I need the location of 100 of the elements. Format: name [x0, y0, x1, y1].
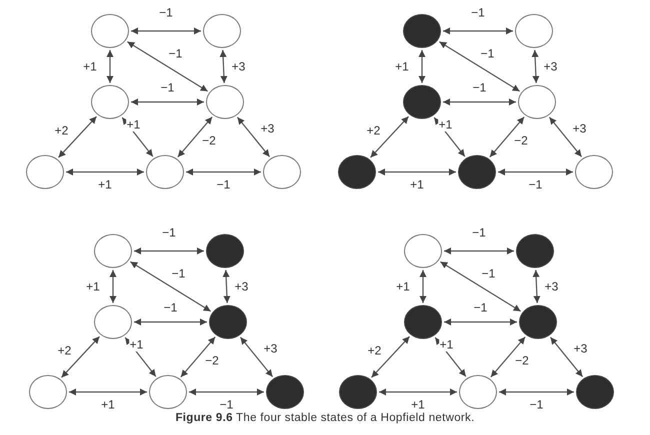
neuron-circle — [146, 155, 184, 189]
neuron-circle — [263, 155, 301, 189]
filled-neuron-circle — [403, 14, 441, 48]
figure-caption: Figure 9.6 The four stable states of a Hopfield network. — [174, 412, 476, 424]
double-headed-arrow — [236, 116, 270, 158]
weight-label: −1 — [170, 267, 186, 280]
weight-label: +1 — [82, 60, 98, 73]
double-headed-arrow — [124, 337, 156, 377]
double-headed-arrow — [532, 50, 540, 84]
filled-neuron-circle — [403, 85, 441, 119]
neuron-circle — [149, 375, 187, 409]
double-headed-arrow — [379, 388, 457, 396]
neuron-circle — [404, 234, 442, 268]
double-headed-arrow — [189, 388, 264, 396]
double-headed-arrow — [490, 336, 526, 378]
weight-label: +3 — [542, 60, 558, 73]
double-headed-arrow — [134, 248, 204, 254]
double-headed-arrow — [443, 28, 513, 34]
weight-label: +2 — [366, 124, 382, 138]
weight-label: −1 — [480, 47, 496, 60]
weight-label: −1 — [472, 82, 488, 94]
double-headed-arrow — [177, 116, 213, 158]
weight-label: +1 — [438, 118, 454, 132]
neuron-circle — [29, 375, 67, 409]
double-headed-arrow — [378, 168, 456, 176]
weight-label: +3 — [544, 280, 560, 293]
neuron-circle — [575, 155, 613, 189]
weight-label: −1 — [162, 302, 178, 314]
filled-neuron-circle — [576, 375, 614, 409]
filled-neuron-circle — [458, 155, 496, 189]
weight-label: +3 — [262, 342, 278, 356]
weight-label: −1 — [471, 226, 487, 240]
double-headed-arrow — [110, 270, 116, 303]
double-headed-arrow — [69, 388, 147, 396]
weight-label: +3 — [572, 122, 588, 136]
filled-neuron-circle — [339, 375, 377, 409]
double-headed-arrow — [434, 337, 466, 377]
weight-label: +3 — [260, 122, 276, 136]
double-headed-arrow — [532, 270, 540, 304]
double-headed-arrow — [130, 261, 211, 312]
weight-label: −2 — [204, 354, 220, 368]
weight-label: +1 — [438, 338, 454, 352]
double-headed-arrow — [370, 116, 409, 158]
weight-label: +1 — [394, 60, 410, 73]
weight-label: +1 — [85, 280, 101, 293]
double-headed-arrow — [420, 270, 426, 303]
neuron-circle — [203, 14, 241, 48]
double-headed-arrow — [489, 116, 525, 158]
double-headed-arrow — [61, 336, 100, 378]
neuron-circle — [515, 14, 553, 48]
weight-label: +2 — [56, 344, 72, 358]
double-headed-arrow — [240, 336, 274, 378]
double-headed-arrow — [131, 98, 204, 106]
weight-label: +1 — [395, 280, 411, 293]
weight-label: −1 — [160, 82, 176, 94]
filled-neuron-circle — [266, 375, 304, 409]
filled-neuron-circle — [209, 305, 247, 339]
double-headed-arrow — [58, 116, 97, 158]
weight-label: +3 — [234, 280, 250, 293]
weight-label: −1 — [480, 267, 496, 280]
weight-label: +3 — [572, 342, 588, 356]
neuron-circle — [94, 234, 132, 268]
weight-label: −1 — [218, 398, 234, 412]
neuron-circle — [91, 14, 129, 48]
double-headed-arrow — [440, 261, 521, 312]
neuron-circle — [94, 305, 132, 339]
double-headed-arrow — [127, 41, 208, 92]
filled-neuron-circle — [404, 305, 442, 339]
double-headed-arrow — [434, 117, 466, 157]
weight-label: +1 — [409, 178, 425, 192]
double-headed-arrow — [122, 117, 154, 157]
double-headed-arrow — [548, 116, 582, 158]
double-headed-arrow — [444, 248, 514, 254]
weight-label: +2 — [54, 124, 70, 138]
weight-label: −2 — [513, 134, 529, 148]
weight-label: +2 — [366, 344, 382, 358]
double-headed-arrow — [180, 336, 216, 378]
neuron-circle — [206, 85, 244, 119]
weight-label: −1 — [158, 6, 174, 20]
double-headed-arrow — [106, 50, 114, 83]
double-headed-arrow — [444, 318, 517, 326]
weight-label: +1 — [97, 178, 113, 192]
filled-neuron-circle — [519, 305, 557, 339]
weight-label: +1 — [126, 118, 142, 132]
filled-neuron-circle — [206, 234, 244, 268]
double-headed-arrow — [443, 98, 516, 106]
double-headed-arrow — [186, 168, 261, 176]
neuron-circle — [26, 155, 64, 189]
weight-label: +1 — [128, 338, 144, 352]
weight-label: −1 — [470, 6, 486, 20]
double-headed-arrow — [134, 318, 207, 326]
double-headed-arrow — [550, 336, 584, 378]
weight-label: −2 — [201, 134, 217, 148]
double-headed-arrow — [371, 336, 410, 378]
double-headed-arrow — [418, 50, 426, 83]
weight-label: −1 — [168, 47, 184, 60]
filled-neuron-circle — [338, 155, 376, 189]
weight-label: −1 — [161, 226, 177, 240]
double-headed-arrow — [222, 270, 230, 304]
weight-label: −1 — [216, 178, 232, 192]
